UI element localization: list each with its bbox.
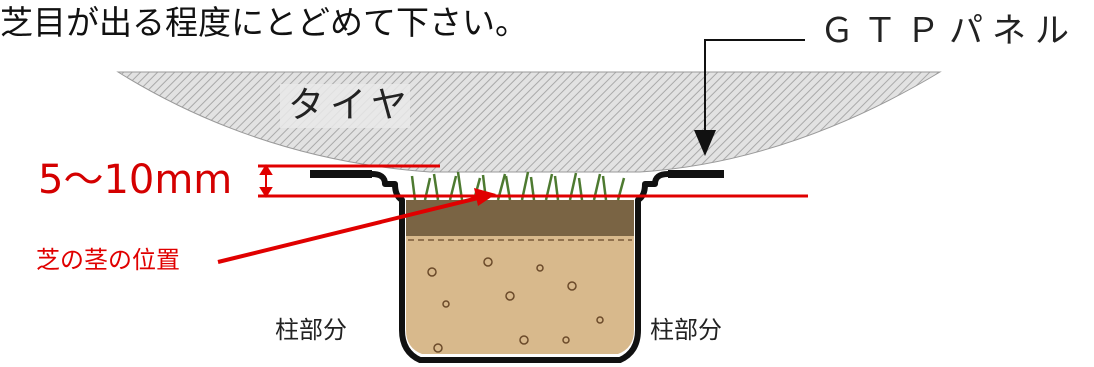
stem-position-label: 芝の茎の位置: [36, 246, 180, 274]
stem-arrow: [217, 188, 496, 264]
panel-leader: [694, 39, 805, 156]
gap-bracket: [259, 164, 273, 198]
panel-flange-right: [668, 170, 724, 178]
pillar-label-left: 柱部分: [275, 316, 347, 344]
gap-measurement-label: 5～10mm: [38, 157, 233, 203]
tire-shape: [116, 71, 942, 173]
pillar-label-right: 柱部分: [650, 316, 722, 344]
caption-text: 芝目が出る程度にとどめて下さい。: [0, 3, 528, 42]
panel-flange-left: [310, 170, 372, 178]
gtp-panel-label: ＧＴＰパネル: [820, 11, 1078, 51]
panel-cup: [310, 171, 722, 363]
soil-fill: [406, 236, 634, 354]
tire-label-bg: [280, 84, 410, 128]
soil-pebbles: [427, 257, 604, 353]
tire-label: タイヤ: [288, 85, 413, 126]
